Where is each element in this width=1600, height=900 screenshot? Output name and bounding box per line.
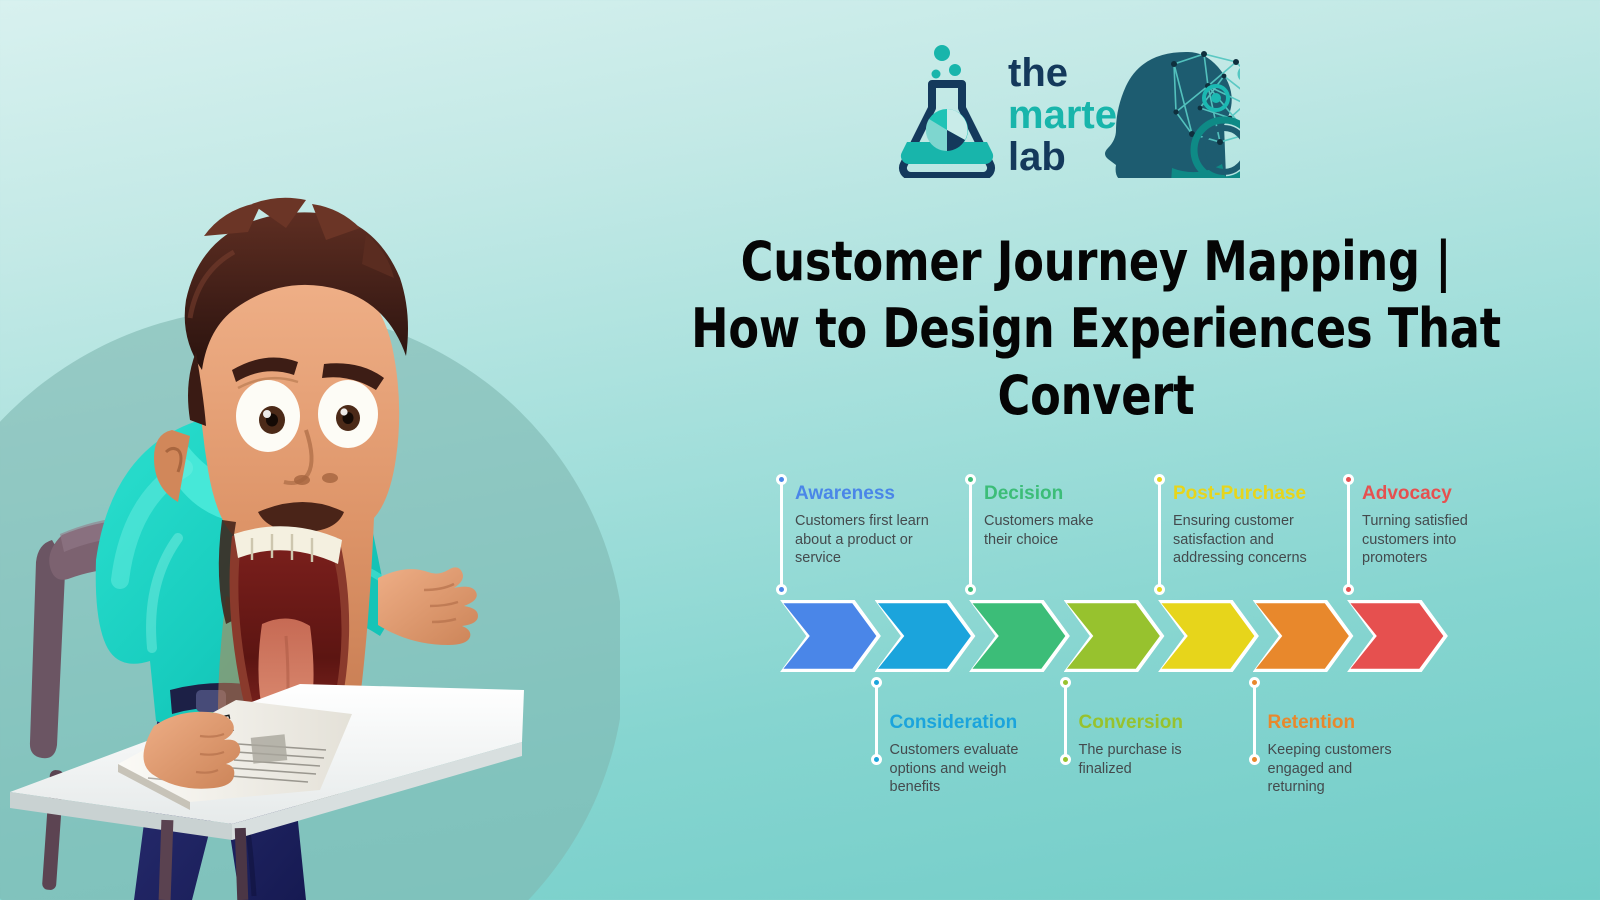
stage-title: Post-Purchase: [1173, 483, 1307, 504]
eyebrow-right: [322, 363, 384, 390]
journey-stage-chevron[interactable]: [969, 600, 1070, 672]
chevron-fill: [877, 603, 971, 669]
flask-icon: [898, 45, 996, 181]
stage-connector-dot: [1248, 677, 1260, 688]
eyebrow-left: [232, 357, 298, 382]
journey-stage-chevron[interactable]: [874, 600, 976, 672]
stage-connector-dot: [870, 677, 882, 688]
stage-connector-dot: [1059, 754, 1071, 765]
stage-description: Customers first learn about a product or…: [795, 513, 929, 566]
shocked-man-illustration: NE: [0, 197, 625, 900]
stage-connector-dot: [1154, 474, 1165, 485]
stage-connector-line: [1252, 682, 1256, 760]
right-hand: [378, 567, 478, 645]
logo-word-the: the: [1008, 51, 1068, 95]
stage-connector-dot: [776, 474, 787, 485]
moustache: [258, 502, 344, 532]
stage-connector-dot: [870, 754, 882, 765]
journey-stage-chevron[interactable]: [1347, 600, 1448, 672]
stage-connector-dot: [965, 474, 976, 485]
stage-connector-line: [1063, 682, 1067, 760]
ai-head-icon: [1105, 51, 1271, 233]
stage-connector-line: [1347, 479, 1350, 590]
stage-title: Conversion: [1078, 712, 1184, 733]
eye-left: [236, 380, 300, 452]
stage-title: Awareness: [795, 483, 895, 504]
stage-description: Ensuring customer satisfaction and addre…: [1173, 513, 1307, 566]
page-title: Customer Journey Mapping | How to Design…: [691, 230, 1501, 427]
stage-description: Customers make their choice: [984, 513, 1094, 548]
martech-lab-logo: the martech lab: [898, 45, 1271, 233]
journey-stage-chevron[interactable]: [780, 600, 881, 672]
journey-stage-chevron[interactable]: [1063, 600, 1165, 672]
hero-illustration: NE: [0, 0, 625, 900]
stage-title: Advocacy: [1362, 483, 1452, 504]
stage-title: Consideration: [889, 712, 1018, 733]
logo-word-lab: lab: [1008, 135, 1066, 178]
stage-connector-line: [1158, 479, 1161, 590]
stage-connector-dot: [1154, 584, 1165, 595]
left-hand: [143, 711, 241, 789]
upper-teeth: [234, 526, 342, 564]
brand-logo[interactable]: the martech lab: [880, 38, 1271, 233]
stage-connector-dot: [965, 584, 976, 595]
stage-connector-dot: [1248, 754, 1260, 765]
chevron-fill: [1350, 603, 1444, 669]
stage-connector-line: [969, 479, 972, 590]
stage-connector-line: [874, 682, 878, 760]
eye-right: [318, 380, 378, 448]
journey-stage-chevron[interactable]: [1252, 600, 1354, 672]
stage-connector-dot: [776, 584, 787, 595]
stage-connector-line: [780, 479, 783, 590]
chevron-fill: [1161, 603, 1255, 669]
stage-connector-dot: [1343, 584, 1354, 595]
chevron-row: [780, 600, 1448, 672]
stage-title: Retention: [1267, 712, 1356, 733]
stage-description: Turning satisfied customers into promote…: [1362, 513, 1468, 566]
stage-title: Decision: [984, 483, 1064, 504]
journey-stage-chevron[interactable]: [1158, 600, 1259, 672]
chevron-fill: [972, 603, 1066, 669]
stage-description: Keeping customers engaged and returning: [1267, 742, 1392, 795]
chevron-fill: [783, 603, 877, 669]
chevron-fill: [1066, 603, 1160, 669]
stage-connector-dot: [1343, 474, 1354, 485]
stage-connector-dot: [1059, 677, 1071, 688]
chevron-fill: [1255, 603, 1349, 669]
stage-description: Customers evaluate options and weigh ben…: [889, 742, 1019, 795]
stage-description: The purchase is finalized: [1078, 742, 1182, 777]
